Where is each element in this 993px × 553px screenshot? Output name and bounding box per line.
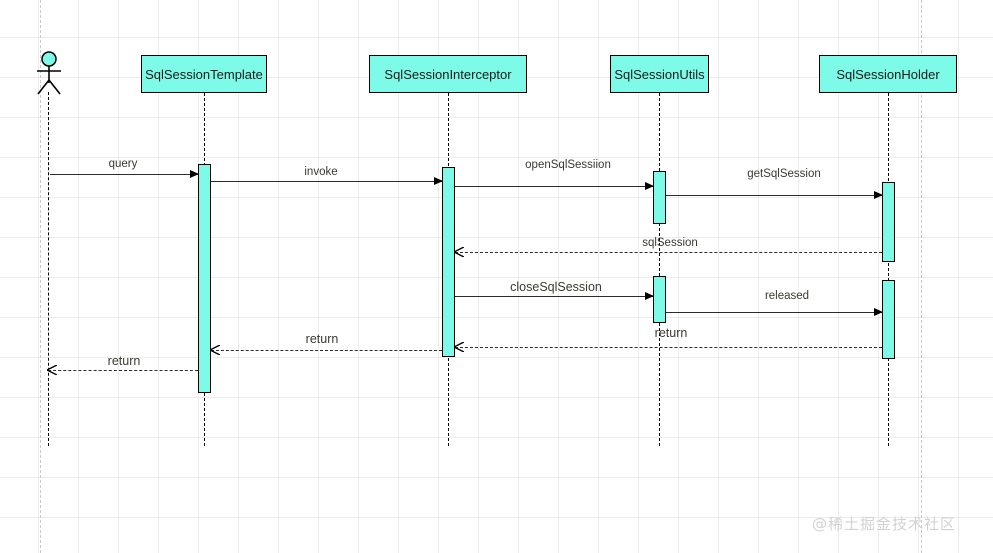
message-line bbox=[455, 252, 882, 253]
message-label-getsqlsession: getSqlSession bbox=[747, 168, 821, 180]
page-guide-right bbox=[921, 0, 922, 553]
arrowhead-right-icon bbox=[874, 190, 883, 199]
page-guide-left bbox=[40, 0, 41, 553]
message-line bbox=[48, 370, 198, 371]
message-line bbox=[455, 296, 653, 297]
arrowhead-right-icon bbox=[190, 169, 199, 178]
activation-template[interactable] bbox=[198, 164, 211, 393]
watermark: @稀土掘金技术社区 bbox=[812, 515, 957, 533]
message-line bbox=[666, 195, 882, 196]
message-label-closesqlsession: closeSqlSession bbox=[510, 280, 602, 294]
lifeline-utils bbox=[659, 93, 660, 446]
arrowhead-left-open-icon bbox=[47, 365, 57, 375]
participant-label: SqlSessionUtils bbox=[614, 66, 705, 82]
lifeline-holder bbox=[888, 93, 889, 446]
message-label-query: query bbox=[108, 158, 138, 170]
arrowhead-left-open-icon bbox=[454, 342, 464, 352]
arrowhead-right-icon bbox=[645, 181, 654, 190]
participant-sqlsessionholder[interactable]: SqlSessionHolder bbox=[819, 55, 957, 93]
activation-interceptor[interactable] bbox=[442, 167, 455, 357]
message-line bbox=[50, 174, 198, 175]
message-label-opensqlsession: openSqlSessiion bbox=[525, 159, 611, 171]
arrowhead-left-open-icon bbox=[210, 345, 220, 355]
activation-utils-close[interactable] bbox=[653, 276, 666, 323]
participant-sqlsessioninterceptor[interactable]: SqlSessionInterceptor bbox=[369, 55, 527, 93]
arrowhead-right-icon bbox=[434, 176, 443, 185]
message-label-return-interceptor: return bbox=[305, 332, 339, 346]
message-line bbox=[455, 186, 653, 187]
participant-sqlsessionutils[interactable]: SqlSessionUtils bbox=[610, 55, 709, 93]
message-label-return-holder: return bbox=[654, 326, 688, 340]
participant-label: SqlSessionInterceptor bbox=[384, 66, 512, 82]
actor-figure[interactable] bbox=[30, 50, 68, 101]
message-line bbox=[455, 347, 882, 348]
participant-sqlsessiontemplate[interactable]: SqlSessionTemplate bbox=[141, 55, 267, 93]
activation-utils-open[interactable] bbox=[653, 171, 666, 224]
message-line bbox=[211, 350, 442, 351]
message-label-sqlsession: sqlSession bbox=[642, 237, 698, 249]
message-line bbox=[666, 312, 882, 313]
message-line bbox=[211, 181, 442, 182]
message-label-return-template: return bbox=[107, 354, 141, 368]
participant-label: SqlSessionTemplate bbox=[145, 66, 263, 82]
participant-label: SqlSessionHolder bbox=[836, 66, 940, 82]
arrowhead-right-icon bbox=[874, 307, 883, 316]
arrowhead-right-icon bbox=[645, 291, 654, 300]
message-label-invoke: invoke bbox=[304, 166, 338, 178]
activation-holder-release[interactable] bbox=[882, 280, 895, 359]
lifeline-actor bbox=[48, 92, 49, 446]
message-label-released: released bbox=[764, 290, 810, 302]
activation-holder-get[interactable] bbox=[882, 182, 895, 262]
actor-icon bbox=[37, 51, 61, 95]
arrowhead-left-open-icon bbox=[454, 247, 464, 257]
